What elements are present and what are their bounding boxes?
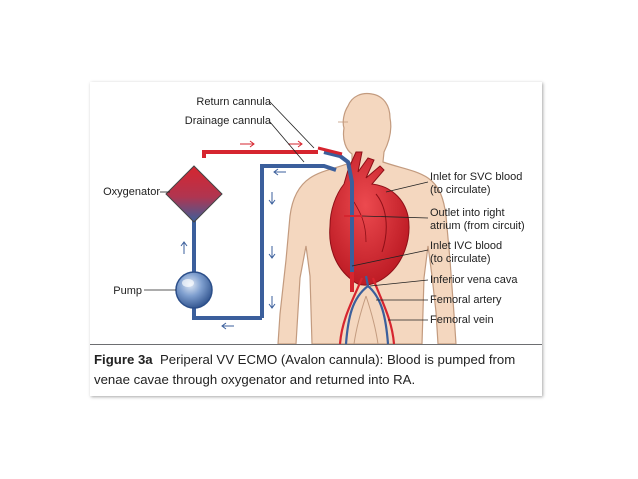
cannula: [317, 146, 362, 292]
label-pump: Pump: [113, 285, 142, 297]
pump: [175, 271, 213, 309]
leader-lines: [144, 101, 429, 321]
label-inlet-svc-line1: Inlet for SVC blood: [430, 171, 522, 183]
flow-arrows: [240, 140, 303, 148]
oxygenator: [165, 165, 223, 223]
label-return-cannula: Return cannula: [196, 96, 271, 108]
caption-label: Figure 3a: [94, 352, 153, 367]
label-inlet-ivc-line2: (to circulate): [430, 253, 491, 265]
label-outlet-ra-line1: Outlet into right: [430, 207, 505, 219]
label-drainage-cannula: Drainage cannula: [185, 115, 272, 127]
ecmo-diagram: Return cannula Drainage cannula Oxygenat…: [103, 92, 525, 344]
label-inlet-ivc-line1: Inlet IVC blood: [430, 240, 502, 252]
flow-arrows-blue: [180, 168, 286, 330]
label-femoral-vein: Femoral vein: [430, 314, 494, 326]
heart: [329, 151, 410, 286]
caption-text: Periperal VV ECMO (Avalon cannula): Bloo…: [94, 352, 516, 387]
caption-divider: [90, 344, 542, 345]
figure: Return cannula Drainage cannula Oxygenat…: [90, 82, 542, 396]
label-outlet-ra-line2: atrium (from circuit): [430, 220, 525, 232]
label-oxygenator: Oxygenator: [103, 186, 160, 198]
femoral-vessels: [338, 275, 396, 344]
label-inferior-vena-cava: Inferior vena cava: [430, 274, 518, 286]
label-femoral-artery: Femoral artery: [430, 294, 502, 306]
label-inlet-svc-line2: (to circulate): [430, 184, 491, 196]
figure-caption: Figure 3a Periperal VV ECMO (Avalon cann…: [94, 350, 540, 390]
